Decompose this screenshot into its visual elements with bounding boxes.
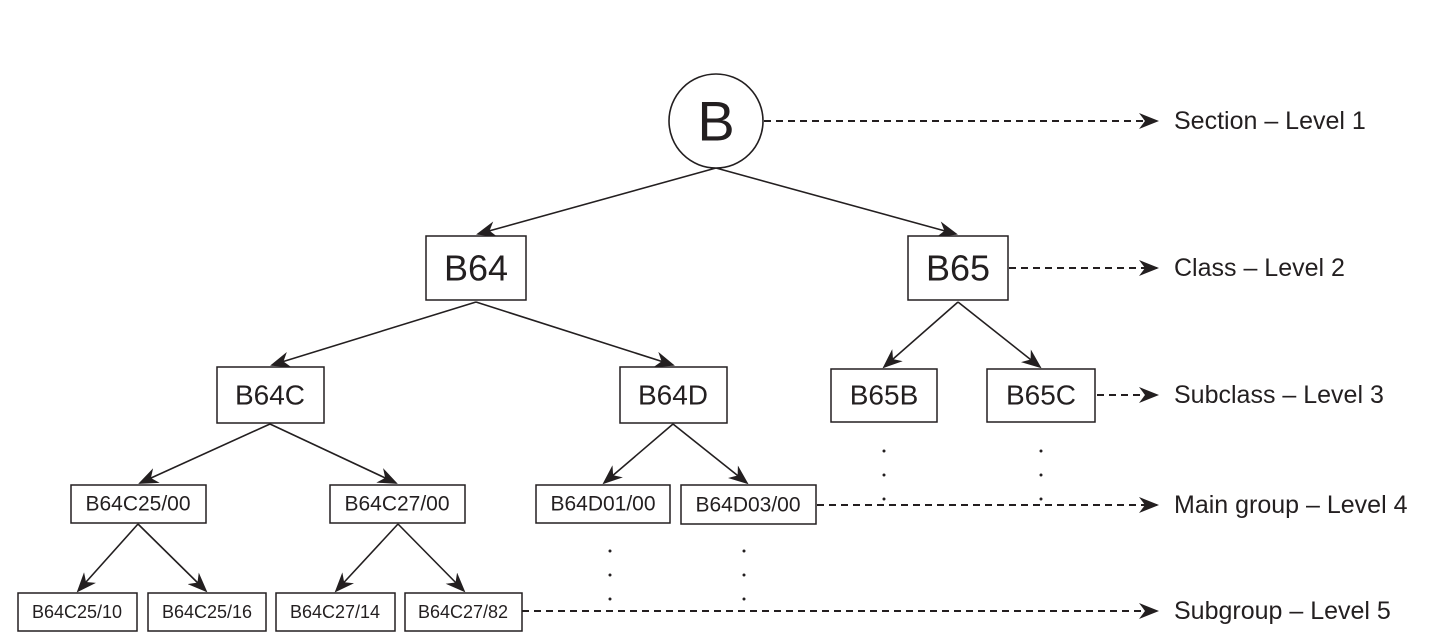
node-b64c25-16: B64C25/16: [147, 592, 267, 632]
edge-b65-b65c: [957, 301, 1042, 369]
node-b64c25-10-label: B64C25/10: [32, 602, 122, 622]
node-b64c27-14-label: B64C27/14: [290, 602, 380, 622]
node-b65b: B65B: [830, 368, 938, 423]
level-5-label: Subgroup – Level 5: [1174, 597, 1391, 625]
node-b65c-label: B65C: [1006, 380, 1076, 411]
node-b64d: B64D: [619, 366, 728, 424]
node-b65-label: B65: [926, 248, 990, 289]
edge-b64d-b64d03: [672, 423, 749, 485]
edge-b64-b64c: [270, 301, 477, 368]
edge-b64c-b64c25: [138, 423, 271, 484]
node-b64c25-16-label: B64C25/16: [162, 602, 252, 622]
node-b: B: [668, 73, 764, 169]
node-b64c25-00-label: B64C25/00: [85, 493, 190, 516]
level-3-label: Subclass – Level 3: [1174, 381, 1384, 409]
node-b64d03-00-label: B64D03/00: [695, 494, 800, 517]
node-b64c25-10: B64C25/10: [17, 592, 138, 632]
node-b64d03-00: B64D03/00: [680, 484, 817, 525]
node-b64d01-00-label: B64D01/00: [550, 493, 655, 516]
node-b64-label: B64: [444, 248, 508, 289]
node-b64: B64: [425, 235, 527, 301]
node-b64c27-82: B64C27/82: [404, 592, 523, 632]
node-b64d01-00: B64D01/00: [535, 484, 671, 524]
node-b64c27-14: B64C27/14: [275, 592, 396, 632]
node-b65c: B65C: [986, 368, 1096, 423]
level-1-label: Section – Level 1: [1174, 107, 1366, 135]
node-b64c: B64C: [216, 366, 325, 424]
edge-b-b65: [715, 167, 958, 237]
edge-b65-b65b: [882, 301, 959, 369]
edge-b64-b64d: [475, 301, 675, 368]
node-b65b-label: B65B: [850, 380, 919, 411]
edge-b64c-b64c27: [269, 423, 398, 484]
node-b65: B65: [907, 235, 1009, 301]
edge-b-b64: [476, 167, 717, 237]
edge-b64c27-b64c27-82: [397, 523, 466, 593]
node-b64d-label: B64D: [638, 380, 708, 411]
node-b64c-label: B64C: [235, 380, 305, 411]
node-b64c27-82-label: B64C27/82: [418, 602, 508, 622]
edge-b64c25-b64c25-10: [76, 523, 139, 593]
node-b64c25-00: B64C25/00: [70, 484, 207, 524]
level-4-label: Main group – Level 4: [1174, 491, 1408, 519]
edge-b64d-b64d01: [602, 423, 674, 485]
edge-b64c25-b64c25-16: [137, 523, 208, 593]
node-b-label: B: [697, 90, 734, 153]
edge-b64c27-b64c27-14: [334, 523, 399, 593]
node-b64c27-00: B64C27/00: [329, 484, 466, 524]
node-b64c27-00-label: B64C27/00: [344, 493, 449, 516]
level-2-label: Class – Level 2: [1174, 254, 1345, 282]
